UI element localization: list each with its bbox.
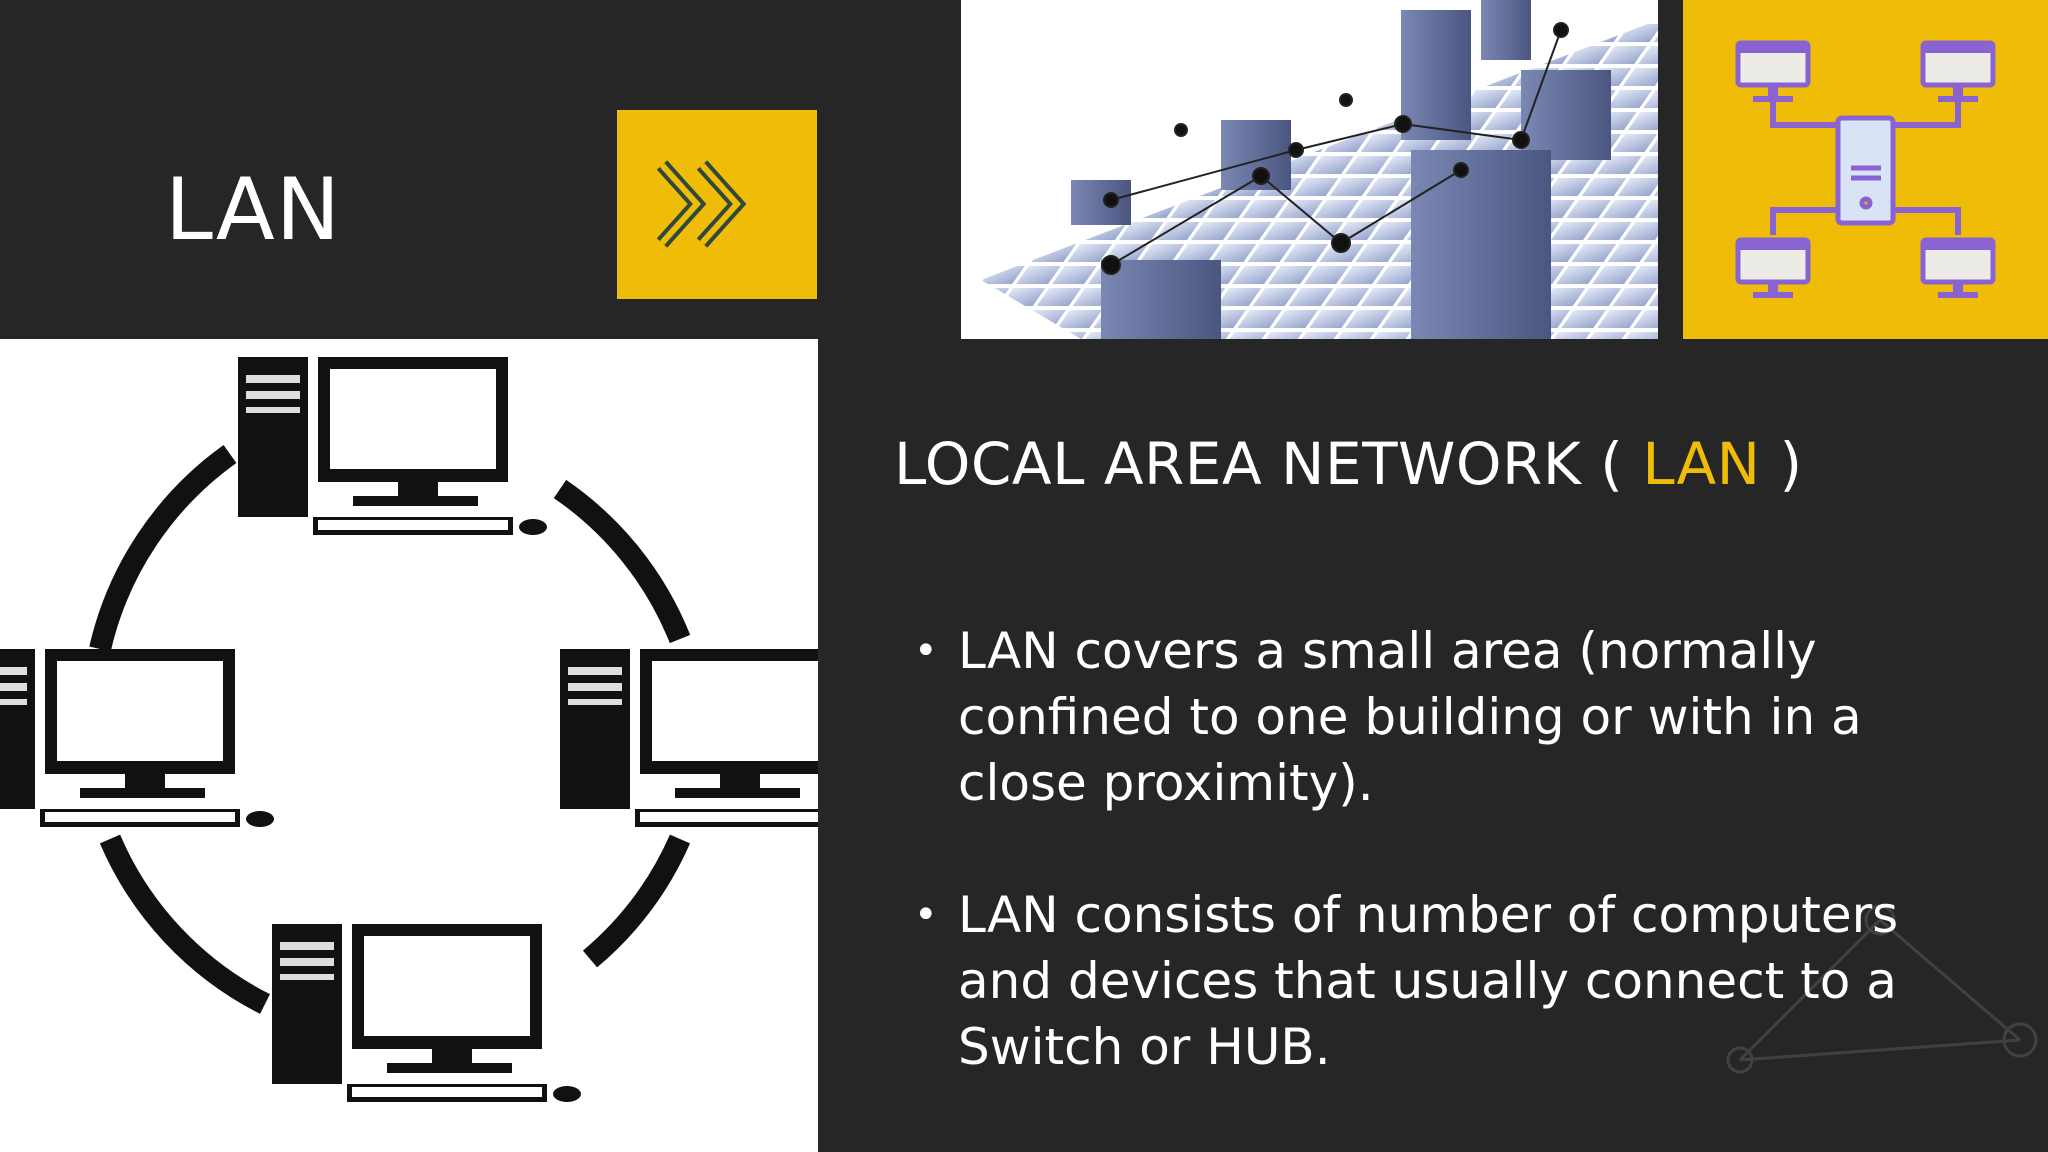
star-topology-tile: [1683, 0, 2048, 339]
bullet-list: • LAN covers a small area (normally conf…: [908, 618, 1968, 1146]
content-heading: LOCAL AREA NETWORK ( LAN ): [894, 430, 1803, 498]
heading-prefix: LOCAL AREA NETWORK (: [894, 430, 1643, 498]
heading-accent: LAN: [1642, 430, 1761, 498]
bullet-item: • LAN consists of number of computers an…: [908, 882, 1968, 1080]
bullet-text: LAN consists of number of computers and …: [958, 886, 1899, 1076]
bullet-dot: •: [914, 892, 938, 938]
network-blocks-image: [961, 0, 1658, 339]
bullet-item: • LAN covers a small area (normally conf…: [908, 618, 1968, 816]
bullet-dot: •: [914, 628, 938, 674]
double-chevron-right-icon: [656, 160, 747, 248]
slide-title: LAN: [165, 160, 342, 260]
ring-topology-diagram: [0, 339, 818, 1152]
bullet-text: LAN covers a small area (normally confin…: [958, 622, 1862, 812]
heading-suffix: ): [1760, 430, 1803, 498]
next-tile[interactable]: [617, 110, 817, 299]
background-network-decoration: [1726, 904, 2038, 1074]
star-topology-icon: [1735, 40, 1996, 298]
